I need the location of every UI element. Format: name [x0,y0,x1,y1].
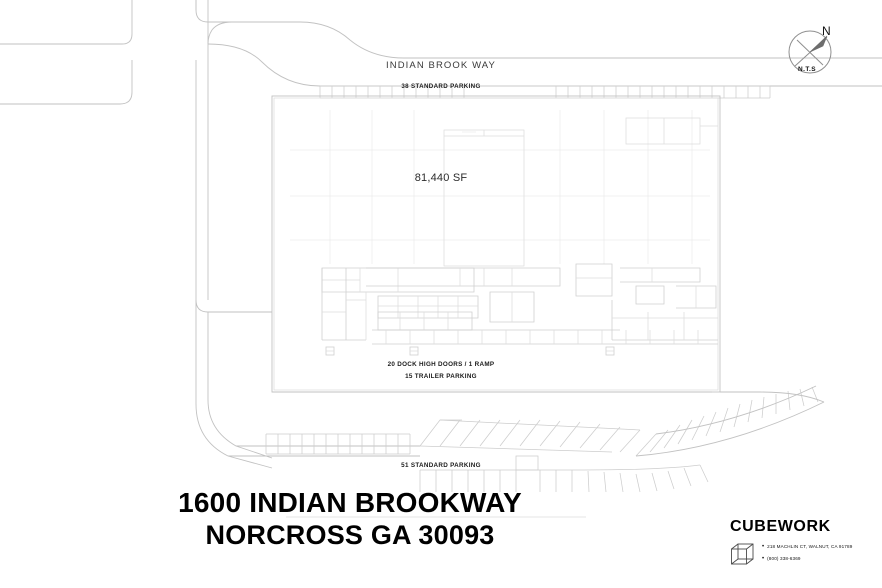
road-network [0,0,882,300]
compass-north-label: N [822,24,831,38]
trailer-parking-label: 15 TRAILER PARKING [405,373,477,380]
building-interior-grid [290,110,710,264]
brand-address-text: 218 MACHLIN CT, WALNUT, CA 91789 [767,544,853,549]
site-boundary-east [720,391,825,403]
brand-name: CUBEWORK [730,518,831,535]
brand-contact-list: • 218 MACHLIN CT, WALNUT, CA 91789 • (80… [762,541,878,567]
central-office-block [443,129,525,267]
parking-count-top-label: 38 STANDARD PARKING [401,83,481,90]
title-block: 1600 INDIAN BROOKWAY NORCROSS GA 30093 [0,487,700,551]
brand-block: CUBEWORK • 218 MACHLIN CT, WALNUT, CA 91… [730,518,878,568]
building-area-label: 81,440 SF [414,172,468,184]
northeast-rooms [625,117,718,145]
site-address-line-1: 1600 INDIAN BROOKWAY [178,487,522,518]
parking-row-angled [419,385,825,493]
compass-rose-icon [788,30,832,74]
brand-phone-text: (800) 338-6369 [767,556,801,561]
dock-ramp-markers [325,346,615,356]
cube-wireframe-icon [731,543,754,565]
site-address-line-2: NORCROSS GA 30093 [205,520,495,551]
bullet-icon: • [762,544,765,550]
brand-contact-address: • 218 MACHLIN CT, WALNUT, CA 91789 [762,543,878,551]
parking-count-bottom-label: 51 STANDARD PARKING [401,462,481,469]
brand-body: • 218 MACHLIN CT, WALNUT, CA 91789 • (80… [730,541,878,568]
parking-row-bottom-straight [265,433,411,455]
truck-court-drive [195,299,712,469]
building-outline [271,95,721,393]
street-name-label: INDIAN BROOK WAY [386,60,496,71]
bullet-icon: • [762,556,765,562]
dock-office-partitions [321,263,718,345]
brand-contact-phone: • (800) 338-6369 [762,555,878,563]
compass-scale-label: N.T.S [798,66,816,73]
dock-doors-label: 20 DOCK HIGH DOORS / 1 RAMP [387,361,495,368]
